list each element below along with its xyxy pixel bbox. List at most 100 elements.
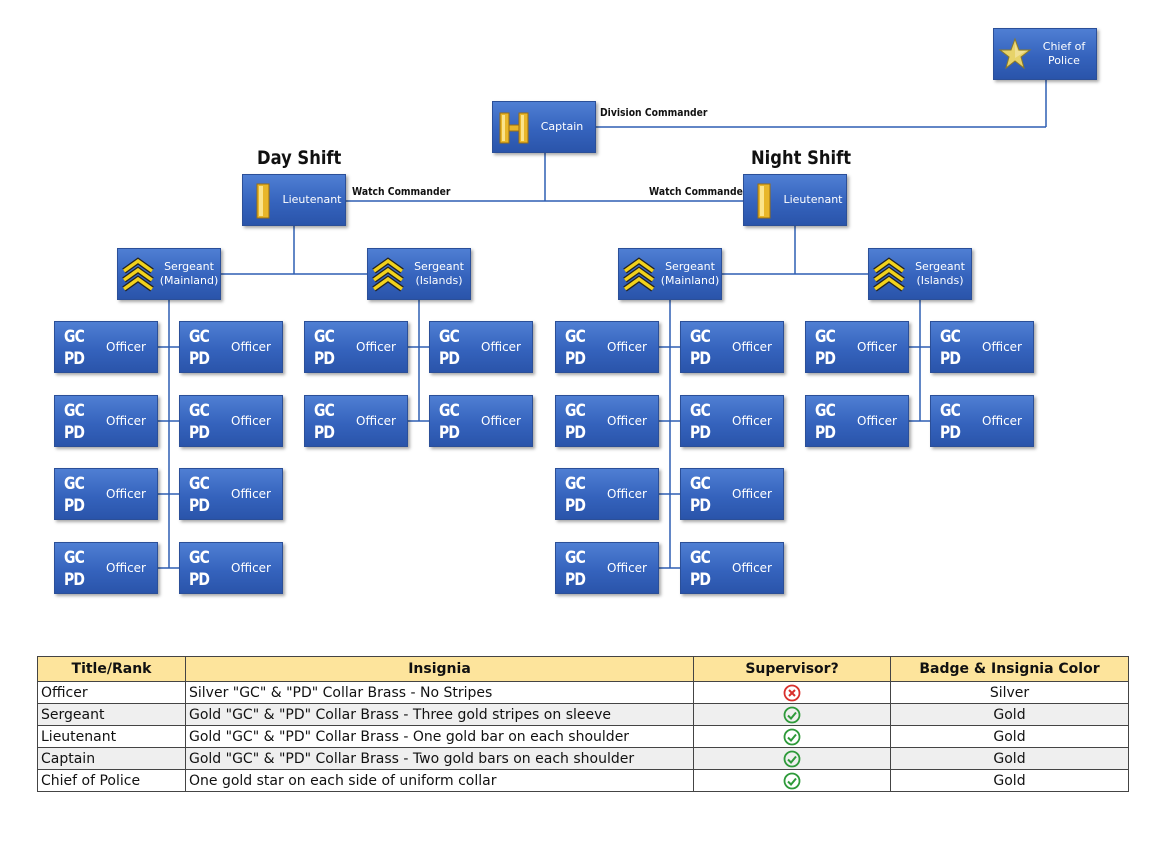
insignia-cell: Silver "GC" & "PD" Collar Brass - No Str… xyxy=(185,681,694,704)
header-insignia: Insignia xyxy=(185,656,694,682)
officer-label: Officer xyxy=(356,340,396,354)
night-shift-title: Night Shift xyxy=(751,147,852,169)
officer-label: Officer xyxy=(732,414,772,428)
night-lieutenant-box[interactable]: Lieutenant xyxy=(743,174,847,226)
supervisor-cell xyxy=(693,769,891,792)
rank-cell: Captain xyxy=(37,747,186,770)
color-cell: Gold xyxy=(890,703,1129,726)
officer-label: Officer xyxy=(982,414,1022,428)
day-lieutenant-box[interactable]: Lieutenant xyxy=(242,174,346,226)
table-row: Officer Silver "GC" & "PD" Collar Brass … xyxy=(37,681,1129,704)
night-lieutenant-label: Lieutenant xyxy=(783,193,843,206)
officer-label: Officer xyxy=(106,487,146,501)
table-row: Lieutenant Gold "GC" & "PD" Collar Brass… xyxy=(37,725,1129,748)
sergeant-label: Sergeant(Mainland) xyxy=(159,260,219,287)
color-cell: Gold xyxy=(890,747,1129,770)
night-watch-commander-label: Watch Commander xyxy=(649,185,748,198)
chevron-stripes-icon xyxy=(623,257,655,292)
officer-label: Officer xyxy=(607,487,647,501)
officer-label: Officer xyxy=(732,487,772,501)
rank-table: Title/Rank Insignia Supervisor? Badge & … xyxy=(37,656,1129,792)
officer-label: Officer xyxy=(732,340,772,354)
supervisor-cell xyxy=(693,747,891,770)
rank-cell: Officer xyxy=(37,681,186,704)
officer-label: Officer xyxy=(982,340,1022,354)
day-sergeant-islands-box[interactable]: Sergeant(Islands) xyxy=(367,248,471,300)
officer-label: Officer xyxy=(607,561,647,575)
officer-label: Officer xyxy=(481,414,521,428)
supervisor-cell xyxy=(693,725,891,748)
insignia-cell: One gold star on each side of uniform co… xyxy=(185,769,694,792)
rank-cell: Chief of Police xyxy=(37,769,186,792)
captain-label: Captain xyxy=(540,120,584,133)
connector-lines xyxy=(158,80,1047,569)
color-cell: Gold xyxy=(890,769,1129,792)
table-row: Captain Gold "GC" & "PD" Collar Brass - … xyxy=(37,747,1129,770)
gold-bar-icon xyxy=(256,183,270,219)
night-sergeant-islands-box[interactable]: Sergeant(Islands) xyxy=(868,248,972,300)
sergeant-label: Sergeant(Mainland) xyxy=(660,260,720,287)
day-sergeant-mainland-box[interactable]: Sergeant(Mainland) xyxy=(117,248,221,300)
header-title-rank: Title/Rank xyxy=(37,656,186,682)
gold-star-icon xyxy=(998,37,1032,70)
color-cell: Silver xyxy=(890,681,1129,704)
rank-cell: Sergeant xyxy=(37,703,186,726)
green-check-circle-icon xyxy=(783,728,801,745)
day-lieutenant-label: Lieutenant xyxy=(282,193,342,206)
officer-label: Officer xyxy=(857,340,897,354)
sergeant-label: Sergeant(Islands) xyxy=(915,260,965,287)
day-watch-commander-label: Watch Commander xyxy=(352,185,451,198)
captain-bars-icon xyxy=(499,112,529,144)
night-sergeant-mainland-box[interactable]: Sergeant(Mainland) xyxy=(618,248,722,300)
gold-bar-icon xyxy=(757,183,771,219)
green-check-circle-icon xyxy=(783,772,801,789)
table-row: Chief of Police One gold star on each si… xyxy=(37,769,1129,792)
insignia-cell: Gold "GC" & "PD" Collar Brass - Two gold… xyxy=(185,747,694,770)
officer-label: Officer xyxy=(106,340,146,354)
insignia-cell: Gold "GC" & "PD" Collar Brass - One gold… xyxy=(185,725,694,748)
officer-label: Officer xyxy=(231,414,271,428)
org-chart: Day Shift Night Shift Division Commander… xyxy=(54,28,1097,594)
officer-label: Officer xyxy=(607,340,647,354)
supervisor-cell xyxy=(693,703,891,726)
table-header-row: Title/Rank Insignia Supervisor? Badge & … xyxy=(37,656,1129,682)
captain-box[interactable]: Captain xyxy=(492,101,596,153)
